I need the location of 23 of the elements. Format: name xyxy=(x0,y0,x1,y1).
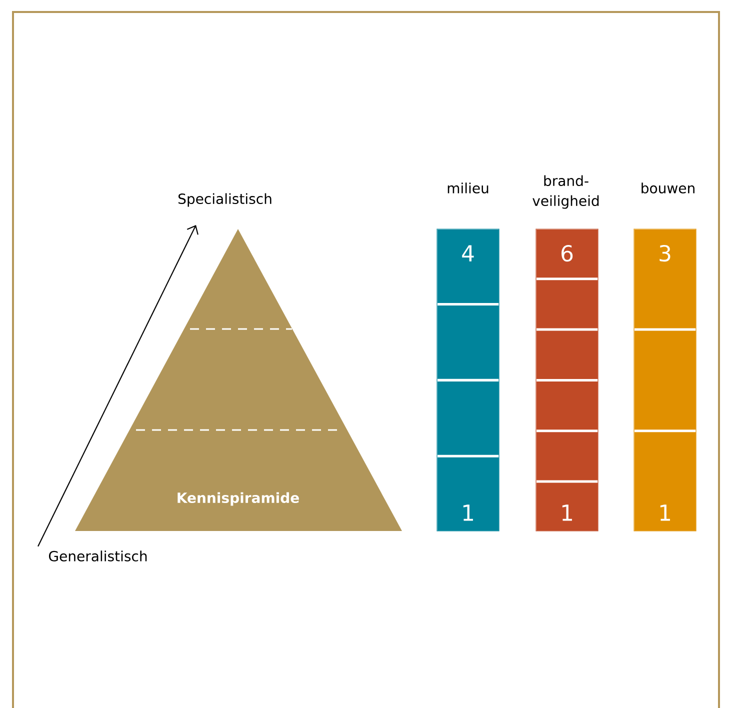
end-label: Generalistisch xyxy=(49,550,147,562)
bar-segment: 1 xyxy=(634,432,696,531)
end-label: Specialistisch xyxy=(178,193,272,207)
bar-segment xyxy=(536,280,598,328)
bar-column xyxy=(532,175,599,532)
bar-segment xyxy=(536,381,598,430)
pyramid: Kennispiramide xyxy=(75,229,402,531)
column-heading: bouwen xyxy=(642,182,694,194)
column-heading: milieu xyxy=(448,182,488,194)
bar-segment xyxy=(634,330,696,430)
bar-segment xyxy=(438,305,499,379)
bar-column xyxy=(436,182,500,532)
bar-segment: 1 xyxy=(438,457,499,531)
bar-segment: 3 xyxy=(634,230,696,328)
arrow xyxy=(38,224,198,547)
column-heading: brand- veiligheid xyxy=(532,175,599,209)
bar-column xyxy=(634,182,696,532)
bar-segment xyxy=(438,381,499,455)
bar-segment xyxy=(536,330,598,379)
bar-segment xyxy=(536,432,598,480)
bar-segment: 4 xyxy=(438,230,499,303)
bar-segment: 6 xyxy=(536,230,598,278)
bar-segment: 1 xyxy=(536,482,598,531)
